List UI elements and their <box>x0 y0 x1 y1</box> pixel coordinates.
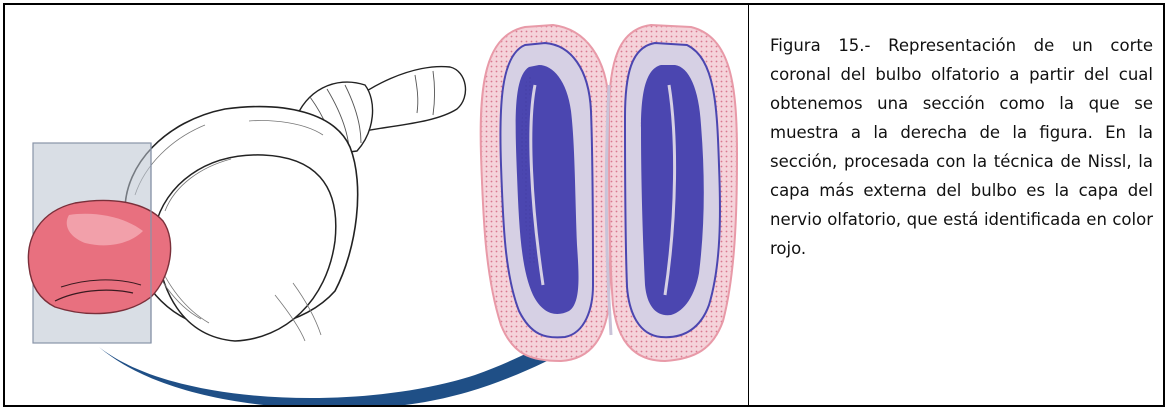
figure-caption: Figura 15.- Representación de un corte c… <box>770 31 1153 263</box>
nissl-section-illustration <box>481 25 737 361</box>
figure-frame: Figura 15.- Representación de un corte c… <box>3 3 1165 407</box>
right-hemisphere <box>155 155 336 341</box>
divider <box>748 5 749 407</box>
figure-illustration <box>5 5 748 405</box>
figure-svg <box>5 5 748 405</box>
rat-brain-illustration <box>28 67 465 343</box>
